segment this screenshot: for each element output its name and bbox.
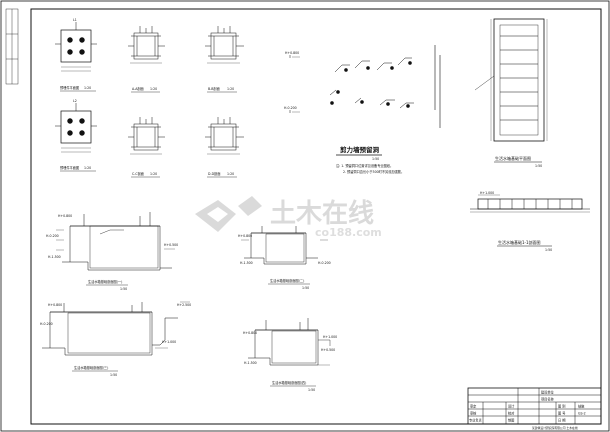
tb-project-label: 项目名称: [541, 397, 555, 402]
row2-section-c-scale: 1:20: [150, 172, 157, 176]
tank-foundation-plan: [474, 18, 548, 142]
section-1-level-top: H+0.800: [58, 214, 72, 218]
tb-category-value: 结施: [578, 404, 585, 409]
section-1-scale: 1:50: [120, 287, 127, 291]
tb-number-label: 图 号: [558, 411, 565, 416]
tank-foundation-section: [470, 194, 590, 213]
section-4-level-right: H+0.500: [321, 348, 335, 352]
row1-plan-scale: 1:20: [84, 86, 91, 90]
watermark-url: co188.com: [315, 226, 382, 239]
section-2-level-bottom: H-1.500: [240, 261, 253, 265]
watermark-brand: 土木在线: [270, 199, 374, 229]
section-3-title: 生活水箱基础剖面图(三): [74, 365, 108, 370]
section-1-drawing: [56, 212, 175, 271]
watermark: 土木在线 co188.com: [195, 196, 382, 239]
section-1-level-bottom: H-1.500: [48, 255, 61, 259]
section-3-level-top: H+0.800: [48, 303, 62, 307]
section-4-level-bottom: H-1.500: [244, 361, 257, 365]
row2-section-c-title: C-C剖面: [132, 171, 144, 176]
tb-check-label: 校对: [508, 411, 515, 416]
detail-row-2: [55, 103, 244, 155]
title-block: [467, 387, 602, 425]
note-line-1: 注: 1. 预留洞口位置详见设备专业图纸。: [336, 163, 393, 168]
tb-date-label: 日 期: [558, 418, 565, 423]
row1-plan-title: 预埋件平面图: [60, 85, 79, 90]
section-4-level-top: H+0.800: [243, 331, 257, 335]
tank-section-title: 生活水箱基础1-1剖面图: [498, 239, 541, 245]
row1-section-a-scale: 1:20: [150, 87, 157, 91]
section-4-drawing: [248, 318, 331, 366]
tb-number-value: GS-2: [578, 412, 586, 416]
detail-row-1: [55, 22, 244, 72]
note-line-2: 2. 预留洞口边长小于300时不另设加强筋。: [343, 169, 404, 174]
section-1-level-left: H-0.200: [46, 234, 59, 238]
row1-section-b-title: B-B剖面: [208, 86, 220, 91]
row2-section-d-title: D-D剖面: [208, 171, 220, 176]
main-title: 剪力墙预留洞: [340, 145, 380, 154]
tb-lead-label: 专业负责: [469, 418, 482, 423]
tank-plan-scale: 1:50: [535, 164, 542, 168]
section-2-title: 生活水箱基础剖面图(二): [270, 278, 304, 283]
tb-drawn-label: 制图: [508, 418, 514, 423]
section-3-level-right: H+1.000: [162, 340, 176, 344]
row2-mark-top: L2: [73, 99, 77, 103]
section-4-level-mid: H+1.000: [323, 335, 337, 339]
tb-reviewed-label: 审核: [470, 411, 477, 416]
tb-client-label: 建设单位: [541, 390, 555, 395]
section-3-level-right-top: H+2.500: [177, 303, 191, 307]
section-2-drawing: [241, 226, 328, 265]
section-2-level-top: H+0.800: [238, 234, 252, 238]
level-label-b: H-0.200: [284, 106, 297, 110]
section-2-level-right: H-0.200: [318, 261, 331, 265]
section-3-level-left: H-0.200: [40, 322, 53, 326]
tb-category-label: 图 别: [558, 404, 565, 409]
section-4-title: 生活水箱基础剖面图(四): [272, 380, 306, 385]
watermark-logo-icon: [195, 196, 262, 232]
row1-title-underlines: [60, 90, 237, 93]
section-1-title: 生活水箱基础剖面图(一): [88, 279, 122, 284]
main-scale: 1:50: [372, 157, 379, 161]
tb-approved-label: 审定: [470, 404, 477, 409]
row2-section-d-scale: 1:20: [227, 172, 234, 176]
section-2-scale: 1:50: [302, 286, 309, 290]
tank-section-level: H+1.000: [480, 191, 494, 195]
section-3-scale: 1:50: [110, 373, 117, 377]
row2-title-underlines: [60, 170, 237, 178]
row2-plan-title: 预埋件平面图: [60, 165, 79, 170]
sheet-inner-frame: [30, 8, 602, 425]
tank-section-scale: 1:50: [545, 248, 552, 252]
tank-plan-title: 生活水箱基础平面图: [495, 155, 531, 161]
section-3-drawing: [42, 301, 190, 356]
tb-design-label: 设计: [508, 404, 515, 409]
shear-wall-openings-diagram: [289, 45, 441, 128]
row1-section-b-scale: 1:20: [227, 87, 234, 91]
binding-strip: [5, 8, 19, 85]
row1-section-a-title: A-A剖面: [132, 86, 144, 91]
section-4-scale: 1:50: [308, 388, 315, 392]
tb-company: 某建筑设计研究院有限公司 土木在线: [532, 426, 578, 430]
section-1-level-right: H+0.500: [164, 243, 178, 247]
row1-mark-top: L1: [73, 18, 77, 22]
row2-plan-scale: 1:20: [84, 166, 91, 170]
level-label-a: H+0.800: [285, 51, 299, 55]
